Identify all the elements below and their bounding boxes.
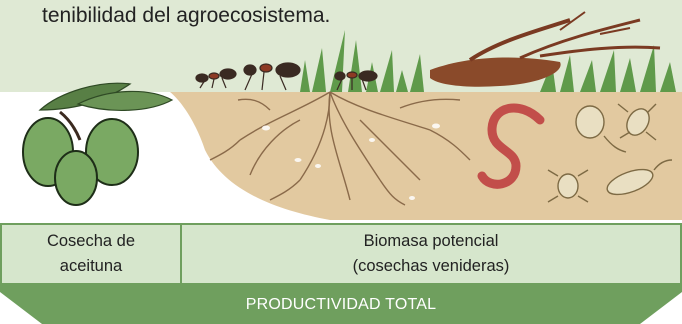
harvest-cell: Cosecha de aceituna [0,223,182,285]
microorganism-icon [547,169,589,203]
microorganism-icon [617,103,657,141]
ant-icon [195,68,237,89]
biomass-label-line2: (cosechas venideras) [352,257,510,275]
branch-icon [430,11,661,87]
olive-cluster-icon [22,82,174,206]
footer-band [0,285,682,324]
ant-icon [243,62,301,91]
biomass-cell: Biomasa potencial (cosechas venideras) [180,223,682,285]
caption-text: tenibilidad del agroecosistema. [42,4,331,27]
biomass-label-line1: Biomasa potencial [363,232,499,250]
harvest-label-line1: Cosecha de [46,232,136,250]
microorganism-icon [575,105,627,153]
soil-section [170,92,682,220]
roots-icon [209,91,471,206]
total-productivity-label: PRODUCTIVIDAD TOTAL [245,296,437,313]
productivity-table: Cosecha de aceituna Biomasa potencial (c… [0,223,682,285]
earthworm-icon [477,103,545,189]
microorganism-icon [606,159,673,196]
soil-particles [262,123,440,200]
harvest-label-line2: aceituna [59,257,123,275]
ant-icon [334,70,378,91]
grass-tufts [300,30,676,92]
